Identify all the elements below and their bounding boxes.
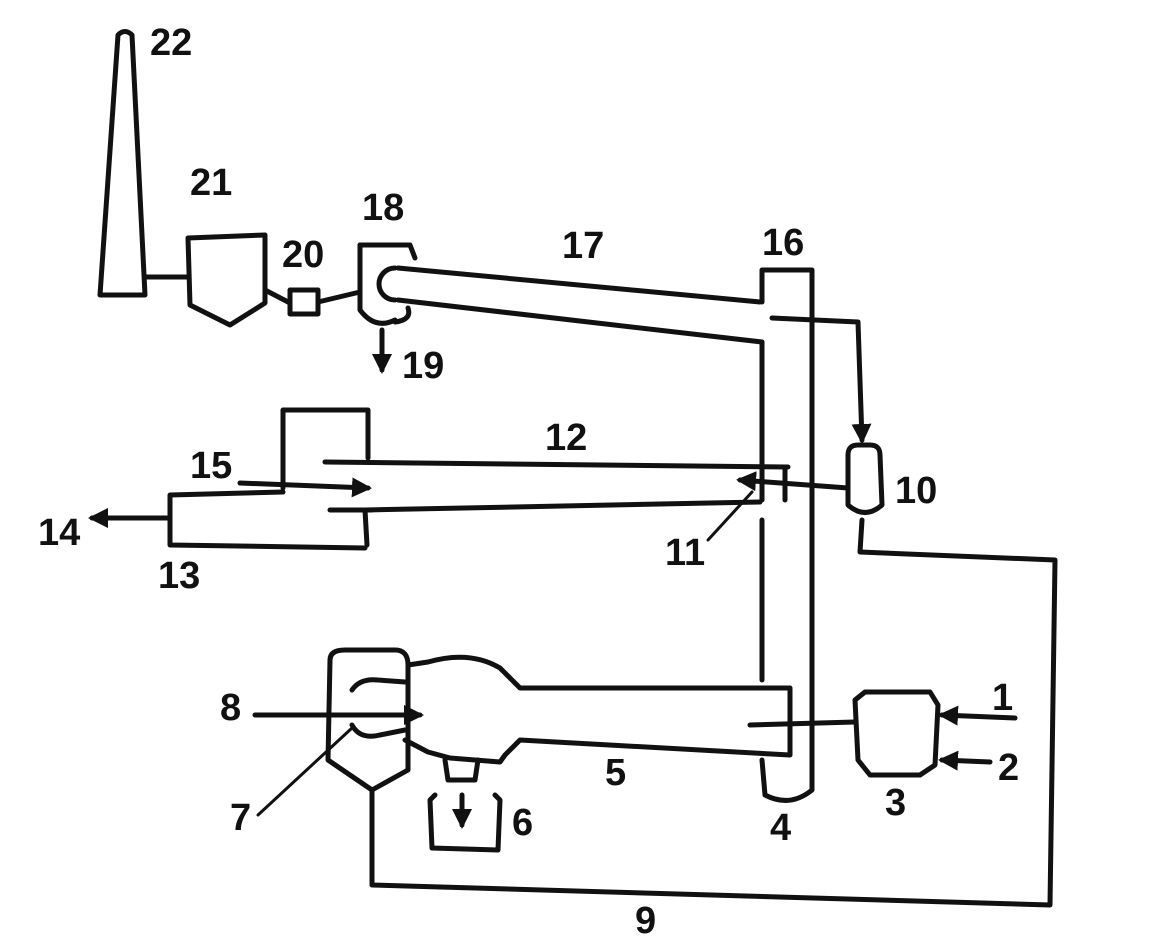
label-14: 14 xyxy=(38,512,80,554)
mixer-3 xyxy=(852,689,941,778)
label-2: 2 xyxy=(998,747,1019,789)
label-16: 16 xyxy=(762,222,804,264)
leader-11 xyxy=(706,490,754,542)
label-7: 7 xyxy=(230,797,251,839)
riser-16-outer xyxy=(759,267,815,803)
label-5: 5 xyxy=(605,752,626,794)
arrow-1 xyxy=(938,705,1018,726)
collector-6 xyxy=(427,792,503,853)
duct-17-lower xyxy=(395,297,765,345)
pipe-10-bottom xyxy=(369,517,1058,908)
label-20: 20 xyxy=(282,234,324,276)
label-22: 22 xyxy=(150,22,192,64)
vessel-7 xyxy=(325,647,411,793)
label-3: 3 xyxy=(885,782,906,824)
leader-7 xyxy=(256,726,354,817)
label-21: 21 xyxy=(190,162,232,204)
label-1: 1 xyxy=(992,677,1013,719)
vessel-7-inner xyxy=(349,677,408,693)
hood-15 xyxy=(280,407,371,491)
label-15: 15 xyxy=(190,445,232,487)
furnace-5 xyxy=(402,654,793,765)
label-4: 4 xyxy=(770,807,791,849)
label-9: 9 xyxy=(635,900,656,940)
pipe-3-to-5 xyxy=(747,719,858,728)
cooler-13 xyxy=(167,489,368,551)
label-17: 17 xyxy=(562,225,604,267)
label-8: 8 xyxy=(220,687,241,729)
label-12: 12 xyxy=(545,417,587,459)
label-18: 18 xyxy=(362,187,404,229)
filter-21 xyxy=(185,232,268,328)
fan-20 xyxy=(287,287,321,317)
label-6: 6 xyxy=(512,802,533,844)
arrow-15 xyxy=(237,477,372,498)
pipe-20-to-18 xyxy=(315,289,363,305)
arrow-2 xyxy=(938,750,993,771)
pipe-16-to-10 xyxy=(769,315,872,444)
pipe-10-to-11 xyxy=(736,471,851,492)
furnace-5-outlet xyxy=(442,757,481,783)
vessel-7-inner-low xyxy=(349,722,408,739)
label-10: 10 xyxy=(895,470,937,512)
duct-17-upper xyxy=(395,265,763,305)
kiln-12-upper xyxy=(322,459,791,470)
chimney-22 xyxy=(97,29,148,298)
label-19: 19 xyxy=(402,345,444,387)
label-11: 11 xyxy=(665,532,705,574)
kiln-12-seal-stem xyxy=(362,507,370,548)
cyclone-18 xyxy=(357,242,398,326)
cyclone-18-top xyxy=(357,242,418,261)
pipe-21-to-20 xyxy=(262,287,293,306)
cyclone-18-inner xyxy=(376,265,398,303)
kiln-12-lower xyxy=(362,499,763,513)
separator-10 xyxy=(845,442,885,515)
cyclone-18-swirl xyxy=(392,305,412,325)
label-13: 13 xyxy=(158,555,200,597)
